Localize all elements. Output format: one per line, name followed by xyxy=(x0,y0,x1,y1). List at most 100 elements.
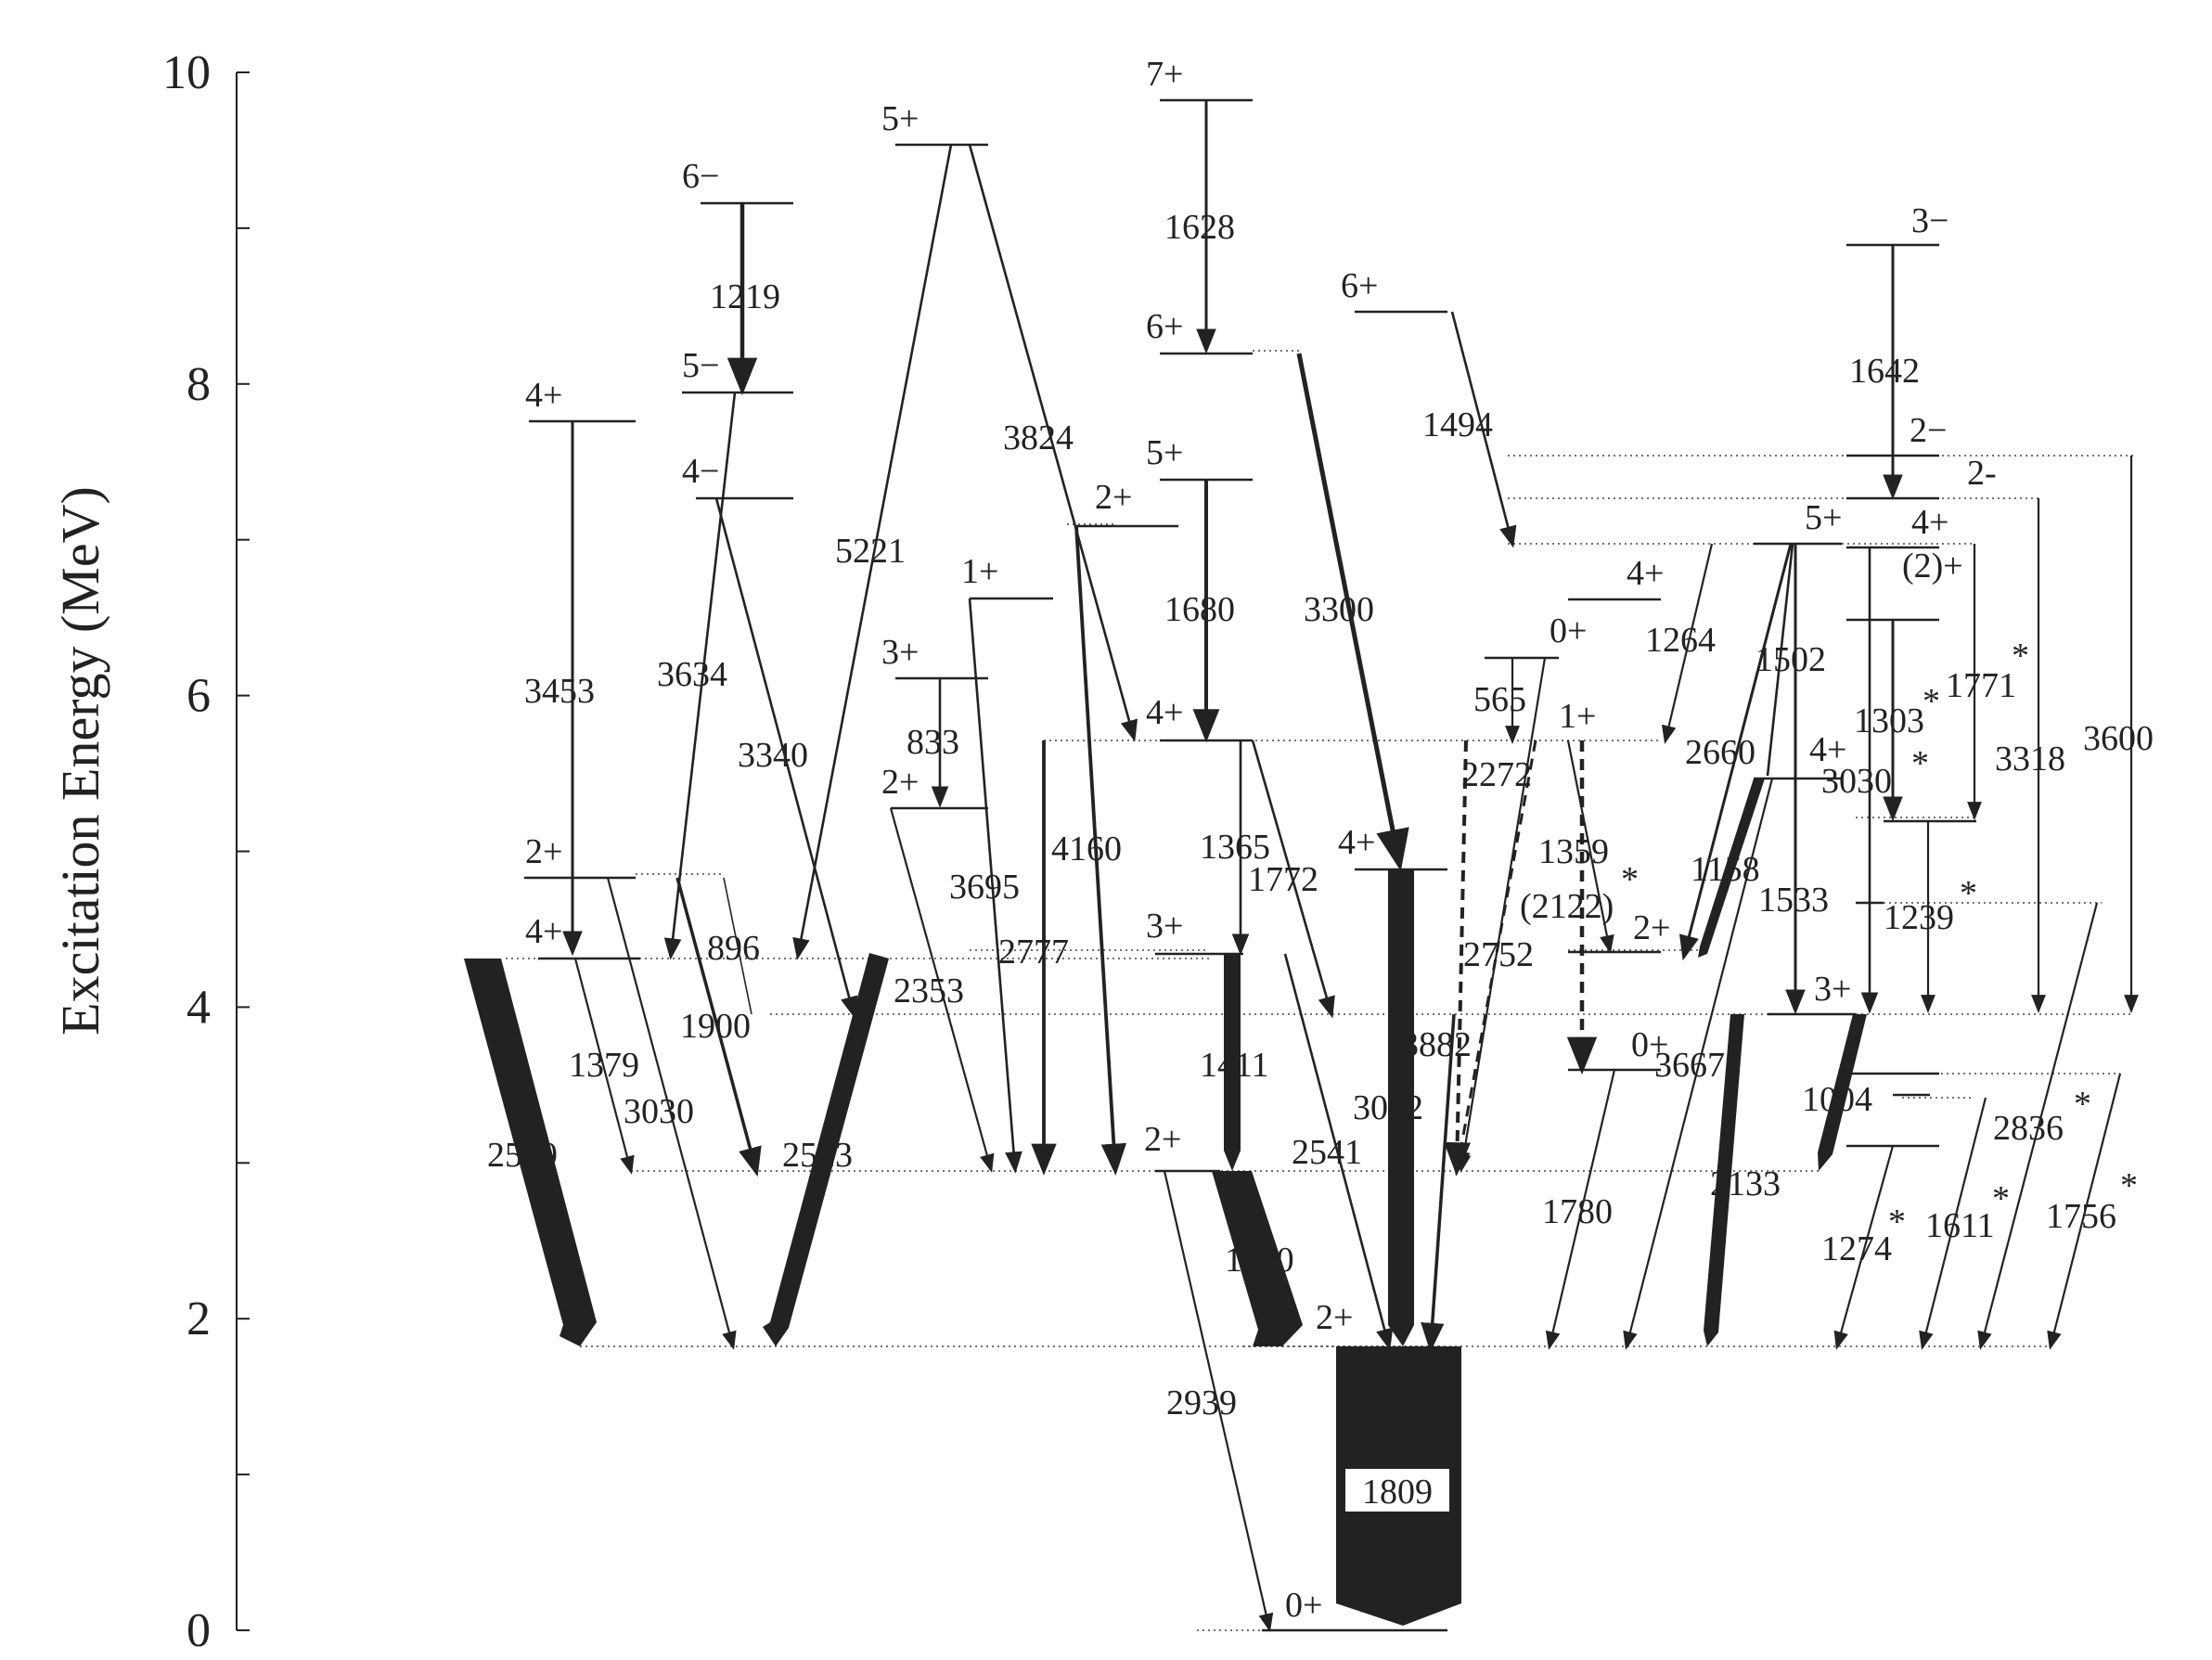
gamma-arrow-2272 xyxy=(1444,740,1472,1177)
gamma-label: 1780 xyxy=(1542,1192,1613,1231)
gamma-label: 1771 xyxy=(1946,666,2016,705)
gamma-label: 1365 xyxy=(1200,828,1270,867)
gamma-label: 3453 xyxy=(524,672,595,711)
gamma-label: 2939 xyxy=(1166,1383,1237,1422)
gamma-label: 1379 xyxy=(569,1046,639,1085)
spin-label: 4+ xyxy=(1911,503,1948,542)
spin-label: 3+ xyxy=(1146,907,1183,946)
spin-label: 4+ xyxy=(1809,730,1846,769)
spin-label: 2+ xyxy=(1095,478,1132,517)
spin-label: 2+ xyxy=(1144,1120,1181,1159)
gamma-label: 2752 xyxy=(1463,935,1534,974)
tentative-marker: * xyxy=(1621,860,1639,899)
spin-label: 2+ xyxy=(1633,908,1670,947)
gamma-label: 2509 xyxy=(487,1136,558,1175)
gamma-arrow-3340 xyxy=(714,497,858,1019)
spin-labels: 0+ 2+ 2+ 3+ 4+ 3+ 2+ 4+ 2+ 3+ 1+ 2+ 4− 5… xyxy=(525,55,1997,1625)
gamma-arrow-2523 xyxy=(763,953,889,1346)
gamma-label: 896 xyxy=(707,929,760,968)
gamma-label: 3600 xyxy=(2083,719,2154,758)
gamma-arrow-3824 xyxy=(968,144,1138,742)
gamma-label: 1158 xyxy=(1691,850,1760,889)
tentative-marker: * xyxy=(1911,744,1929,783)
spin-label: 3+ xyxy=(881,633,919,672)
gamma-arrow-1411 xyxy=(1224,954,1241,1171)
gamma-label: 1900 xyxy=(680,1007,751,1046)
gamma-label: 3695 xyxy=(949,868,1020,907)
spin-label: 3+ xyxy=(1814,970,1851,1009)
gamma-label: 2353 xyxy=(894,972,964,1010)
spin-label: (2)+ xyxy=(1902,547,1963,586)
gamma-label: 833 xyxy=(907,723,959,762)
gamma-line-1502 xyxy=(1766,543,1794,777)
gamma-label: 1611 xyxy=(1925,1206,1995,1245)
gamma-label: 1809 xyxy=(1362,1473,1433,1512)
gamma-label: 3318 xyxy=(1995,740,2065,779)
gamma-arrow-1780 xyxy=(1545,1069,1616,1350)
gamma-arrow-3695 xyxy=(968,598,1022,1174)
gamma-arrow-3882 xyxy=(1388,869,1414,1346)
spin-label: 5+ xyxy=(1805,498,1842,537)
gamma-arrow-3667 xyxy=(1623,778,1774,1350)
gamma-arrow-3030a xyxy=(606,877,737,1350)
tentative-marker: * xyxy=(2074,1085,2091,1124)
gamma-arrow-3030b xyxy=(1818,1014,1867,1171)
spin-label: 6− xyxy=(682,157,719,196)
spin-label: 5− xyxy=(682,346,719,385)
gamma-label: 565 xyxy=(1473,680,1526,719)
level-connectors xyxy=(506,350,2134,1631)
gamma-arrow-1772 xyxy=(1251,740,1335,1019)
spin-label: 4+ xyxy=(525,912,562,951)
axis-tick-label: 10 xyxy=(162,46,211,99)
spin-label: 0+ xyxy=(1631,1025,1668,1064)
gamma-label: 1359 xyxy=(1538,832,1609,871)
spin-label: 7+ xyxy=(1146,55,1183,94)
axis-tick-label: 4 xyxy=(186,981,211,1034)
gamma-label: 1219 xyxy=(710,277,780,316)
gamma-arrow-2836 xyxy=(1977,902,2099,1350)
axis-tick-label: 6 xyxy=(186,670,211,723)
gamma-label: 2523 xyxy=(782,1136,853,1175)
gamma-label: 1756 xyxy=(2046,1197,2116,1236)
gamma-label: 3092 xyxy=(1353,1088,1423,1127)
tentative-marker: * xyxy=(2012,637,2029,676)
gamma-arrow-2509 xyxy=(464,959,597,1346)
gamma-label: 2272 xyxy=(1461,755,1532,794)
gamma-label: 3667 xyxy=(1654,1046,1725,1085)
gamma-label: 1680 xyxy=(1164,590,1235,629)
gamma-arrow-1611 xyxy=(1919,1097,1987,1350)
tentative-markers: * * * * * * * * * xyxy=(1621,637,2138,1242)
tentative-marker: * xyxy=(1923,682,1940,721)
thin-transitions xyxy=(562,100,2139,1632)
spin-label: 4− xyxy=(682,452,719,491)
gamma-label: 1502 xyxy=(1755,640,1826,679)
gamma-arrow-2939 xyxy=(1163,1170,1274,1632)
gamma-label-box xyxy=(1345,1469,1449,1512)
tentative-marker: * xyxy=(2120,1166,2138,1205)
gamma-label: 1274 xyxy=(1821,1229,1892,1268)
gamma-label: 3882 xyxy=(1401,1025,1472,1064)
spin-label: 2− xyxy=(1910,411,1947,450)
spin-label: 2+ xyxy=(881,763,919,802)
gamma-label: 1642 xyxy=(1849,352,1920,391)
spin-label: 5+ xyxy=(881,99,919,138)
gamma-label: 2133 xyxy=(1710,1165,1781,1203)
gamma-label: 1494 xyxy=(1422,405,1493,444)
gamma-arrow-2133 xyxy=(1704,1014,1744,1346)
gamma-label: 1303 xyxy=(1854,701,1924,740)
gamma-label: 2777 xyxy=(998,933,1069,972)
gamma-label: 1130 xyxy=(1225,1241,1294,1280)
gamma-arrow-2353 xyxy=(889,807,995,1173)
spin-label: 1+ xyxy=(1559,697,1596,736)
strong-transitions xyxy=(464,779,1867,1626)
gamma-arrow-3300 xyxy=(1296,353,1409,871)
spin-label: 2- xyxy=(1967,454,1997,493)
axis-tick-label: 2 xyxy=(186,1293,211,1345)
gamma-arrow-1274 xyxy=(1833,1145,1895,1350)
tentative-marker: * xyxy=(1888,1203,1906,1242)
gamma-label: 1264 xyxy=(1645,621,1716,660)
spin-label: 0+ xyxy=(1550,611,1587,650)
gamma-label: 1004 xyxy=(1802,1080,1872,1119)
gamma-arrow-1359 xyxy=(1566,740,1614,954)
